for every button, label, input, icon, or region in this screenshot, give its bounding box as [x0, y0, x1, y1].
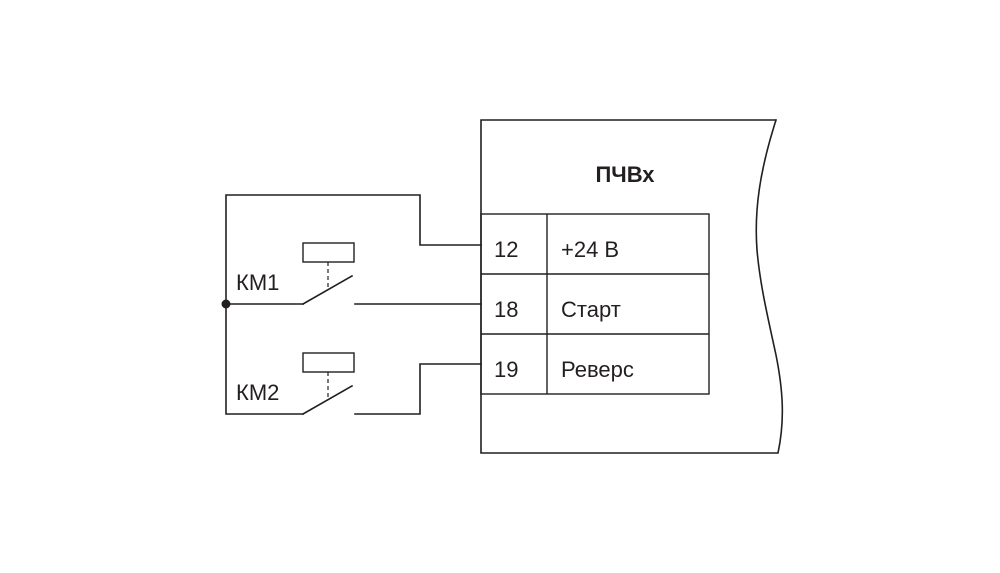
device-title: ПЧВх	[595, 162, 655, 187]
wire-terminal-19	[354, 363, 482, 415]
terminal-number: 18	[494, 297, 518, 322]
km1-coil	[302, 242, 355, 263]
terminal-label: +24 В	[561, 237, 619, 262]
km2-contact-blade	[301, 384, 354, 416]
km1-contact-blade	[301, 274, 354, 306]
wire-terminal-12	[225, 194, 482, 305]
terminal-label: Старт	[561, 297, 621, 322]
km2-coil	[302, 352, 355, 373]
km1-label: КМ1	[236, 270, 279, 295]
terminal-number: 12	[494, 237, 518, 262]
terminal-label: Реверс	[561, 357, 634, 382]
terminal-number: 19	[494, 357, 518, 382]
terminal-table: 12 +24 В 18 Старт 19 Реверс	[480, 213, 710, 395]
contact-km1: КМ1	[225, 242, 482, 306]
contact-km2: КМ2	[236, 352, 482, 416]
km2-label: КМ2	[236, 380, 279, 405]
wire-common-bus	[225, 303, 304, 415]
device-enclosure	[480, 118, 784, 454]
